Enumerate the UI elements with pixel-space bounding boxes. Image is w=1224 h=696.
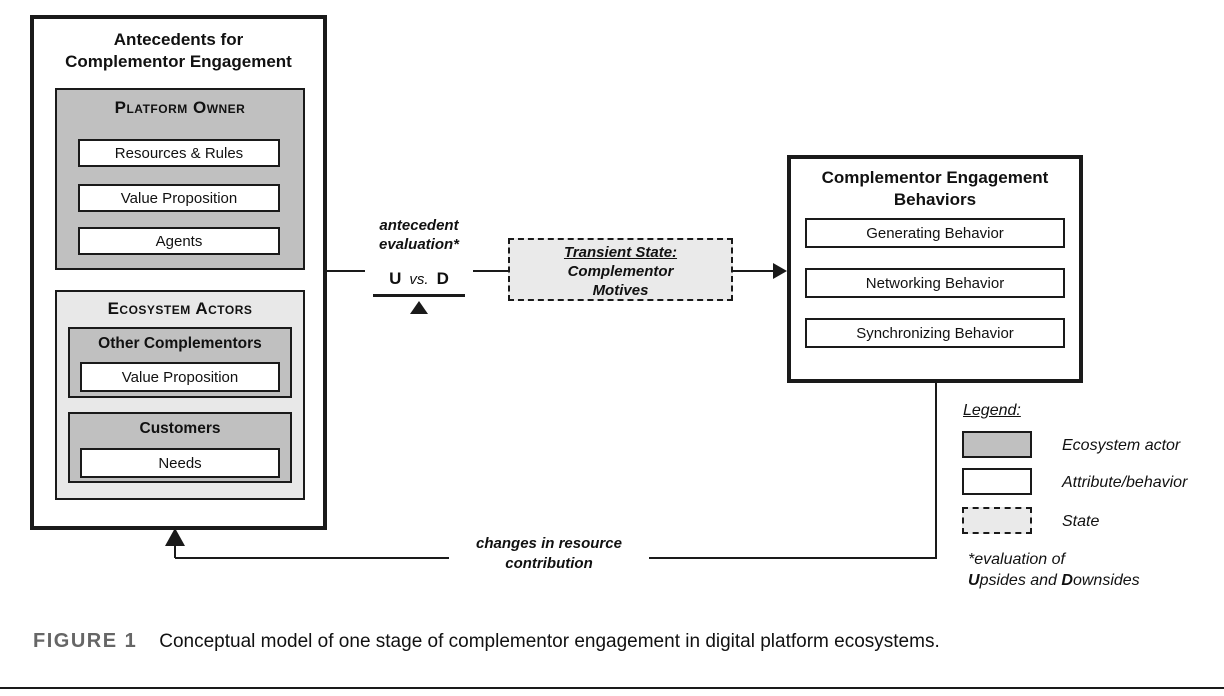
customers-box: Customers Needs bbox=[68, 412, 292, 483]
legend-label-attribute-behavior: Attribute/behavior bbox=[1062, 474, 1188, 491]
behavior-box-synchronizing: Synchronizing Behavior bbox=[805, 318, 1065, 348]
balance-fulcrum-icon bbox=[410, 301, 428, 314]
connector-evaluation-to-state bbox=[473, 270, 510, 272]
footnote-downsides-rest: ownsides bbox=[1072, 572, 1140, 589]
legend-swatch-attribute-behavior bbox=[962, 468, 1032, 495]
footnote-downsides-d: D bbox=[1061, 572, 1073, 589]
antecedents-box: Antecedents for Complementor Engagement … bbox=[30, 15, 327, 530]
arrowhead-right-icon bbox=[773, 263, 787, 279]
behavior-box-generating: Generating Behavior bbox=[805, 218, 1065, 248]
evaluation-label-line2: evaluation* bbox=[378, 236, 460, 253]
feedback-line-stub bbox=[174, 544, 176, 558]
footnote-line2: Upsides and Downsides bbox=[968, 570, 1140, 591]
legend-label-state: State bbox=[1062, 513, 1100, 530]
transient-state-line3: Motives bbox=[592, 282, 649, 299]
balance-beam bbox=[373, 294, 465, 297]
feedback-label-line1: changes in resource bbox=[476, 535, 622, 552]
ecosystem-actors-box: Ecosystem Actors Other Complementors Val… bbox=[55, 290, 305, 500]
connector-antecedents-to-evaluation bbox=[327, 270, 365, 272]
attribute-box-resources-rules: Resources & Rules bbox=[78, 139, 280, 167]
feedback-line-vertical bbox=[935, 383, 937, 559]
connector-state-to-behaviors bbox=[733, 270, 777, 272]
antecedents-title: Antecedents for Complementor Engagement bbox=[65, 30, 292, 71]
other-complementors-title: Other Complementors bbox=[98, 335, 262, 352]
legend-swatch-ecosystem-actor bbox=[962, 431, 1032, 458]
evaluation-label-line1: antecedent bbox=[379, 217, 459, 234]
attribute-box-agents: Agents bbox=[78, 227, 280, 255]
versus-label: vs. bbox=[409, 271, 429, 288]
attribute-box-needs: Needs bbox=[80, 448, 280, 478]
platform-owner-box: Platform Owner Resources & Rules Value P… bbox=[55, 88, 305, 270]
arrowhead-up-icon bbox=[165, 528, 185, 546]
behaviors-title: Complementor Engagement Behaviors bbox=[821, 168, 1049, 209]
platform-owner-title: Platform Owner bbox=[114, 98, 246, 117]
attribute-box-value-proposition: Value Proposition bbox=[78, 184, 280, 212]
transient-state-heading: Transient State: bbox=[563, 244, 678, 261]
legend-label-ecosystem-actor: Ecosystem actor bbox=[1062, 437, 1181, 454]
feedback-label: changes in resource contribution bbox=[449, 533, 649, 575]
downsides-letter: D bbox=[436, 269, 449, 288]
feedback-label-line2: contribution bbox=[505, 555, 593, 572]
ecosystem-actors-title: Ecosystem Actors bbox=[107, 299, 253, 318]
other-complementors-box: Other Complementors Value Proposition bbox=[68, 327, 292, 398]
page-bottom-rule bbox=[0, 687, 1224, 689]
evaluation-footnote: *evaluation of Upsides and Downsides bbox=[968, 549, 1140, 591]
transient-state-line2: Complementor bbox=[567, 263, 674, 280]
customers-title: Customers bbox=[139, 420, 221, 437]
footnote-line1: *evaluation of bbox=[968, 551, 1065, 568]
figure-caption: FIGURE 1 Conceptual model of one stage o… bbox=[33, 630, 940, 653]
evaluation-label: antecedent evaluation* bbox=[355, 216, 483, 254]
legend-title: Legend: bbox=[963, 402, 1021, 419]
behavior-box-networking: Networking Behavior bbox=[805, 268, 1065, 298]
figure-caption-label: FIGURE 1 bbox=[33, 630, 138, 652]
legend-swatch-state bbox=[962, 507, 1032, 534]
figure-caption-text: Conceptual model of one stage of complem… bbox=[159, 631, 940, 652]
behaviors-box: Complementor Engagement Behaviors Genera… bbox=[787, 155, 1083, 383]
footnote-upsides-rest: psides and bbox=[979, 572, 1062, 589]
attribute-box-oc-value-proposition: Value Proposition bbox=[80, 362, 280, 392]
transient-state-box: Transient State: Complementor Motives bbox=[508, 238, 733, 301]
footnote-upsides-u: U bbox=[968, 572, 980, 589]
upsides-letter: U bbox=[389, 269, 402, 288]
